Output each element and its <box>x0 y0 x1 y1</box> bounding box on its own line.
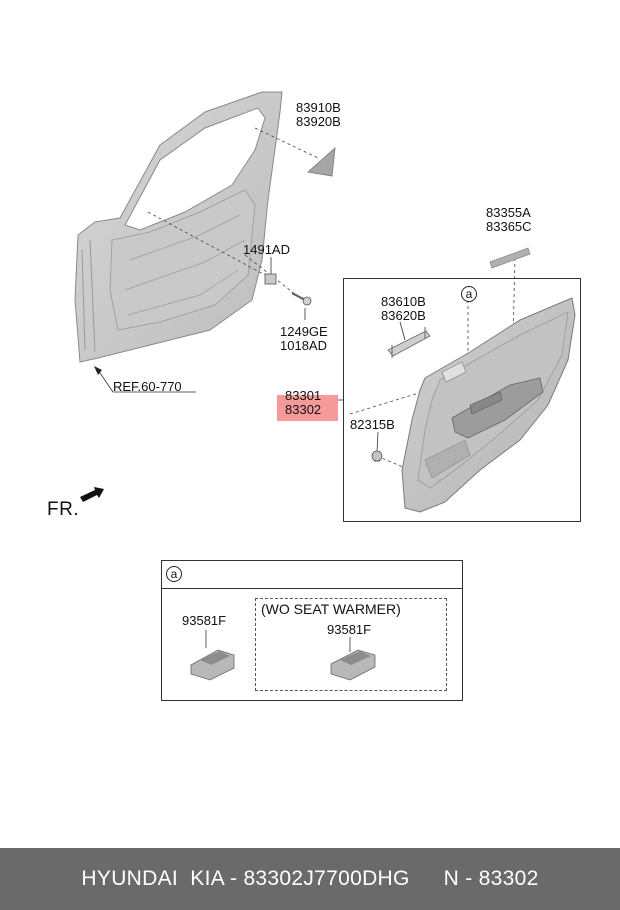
inset-panel: a 93581F (WO SEAT WARMER) 93581F <box>161 560 463 701</box>
option-label: (WO SEAT WARMER) <box>261 601 401 617</box>
diagram-drawing <box>74 91 581 681</box>
strip-part <box>489 247 531 269</box>
bracket-part <box>387 327 431 358</box>
callout-a-marker: a <box>461 286 477 302</box>
direction-label: FR. <box>47 499 80 520</box>
inset-switch-right-part <box>330 649 376 681</box>
screw-part <box>291 292 312 306</box>
label-inset-switch-left: 93581F <box>182 613 227 628</box>
fr-arrow-icon <box>80 487 104 502</box>
inset-a-marker: a <box>166 566 182 582</box>
triangle-trim-part <box>307 147 336 177</box>
label-fastener: 82315B <box>350 417 395 432</box>
door-shell <box>74 91 283 363</box>
label-clip: 1491AD <box>243 242 290 257</box>
trim-panel-box <box>343 278 581 522</box>
inset-header: a <box>162 561 462 589</box>
trim-panel-part <box>401 297 576 513</box>
ref-label: REF.60-770 <box>113 379 182 394</box>
inset-switch-left-part <box>190 649 235 681</box>
wo-seat-warmer-box: (WO SEAT WARMER) 93581F <box>255 598 447 691</box>
footer-bar: HYUNDAI KIA - 83302J7700DHG N - 83302 <box>0 848 620 910</box>
clip-part <box>264 273 277 285</box>
footer-part-number: HYUNDAI KIA - 83302J7700DHG <box>81 867 410 890</box>
footer-ref-number: N - 83302 <box>443 867 539 890</box>
fastener-part <box>371 450 383 462</box>
highlight-box <box>277 395 338 421</box>
ref-leader <box>94 366 196 393</box>
label-inset-switch-right: 93581F <box>327 622 372 637</box>
